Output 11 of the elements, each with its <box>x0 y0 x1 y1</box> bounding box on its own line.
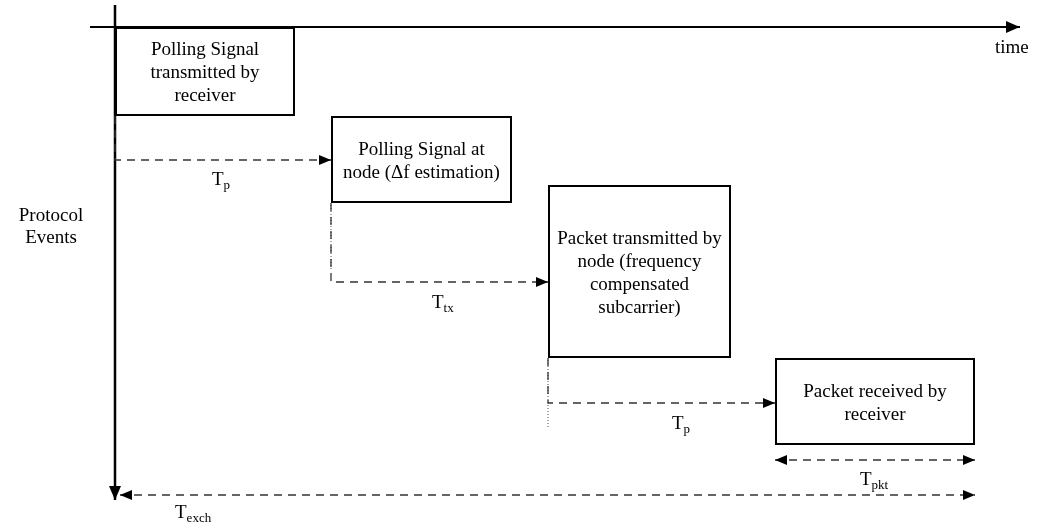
box-text: Polling Signal at node (Δf estimation) <box>342 136 501 183</box>
process-box <box>331 116 512 203</box>
arrow <box>114 115 332 165</box>
process-box <box>775 358 975 445</box>
process-box <box>548 185 731 358</box>
arrow <box>330 202 549 287</box>
process-box <box>115 27 295 116</box>
box-text: Packet received by receiver <box>802 378 948 425</box>
arrow <box>547 357 776 408</box>
box-text: Packet transmitted by node (frequency compensated subcarrier) <box>556 225 723 318</box>
box-text: Polling Signal transmitted by receiver <box>149 37 261 106</box>
